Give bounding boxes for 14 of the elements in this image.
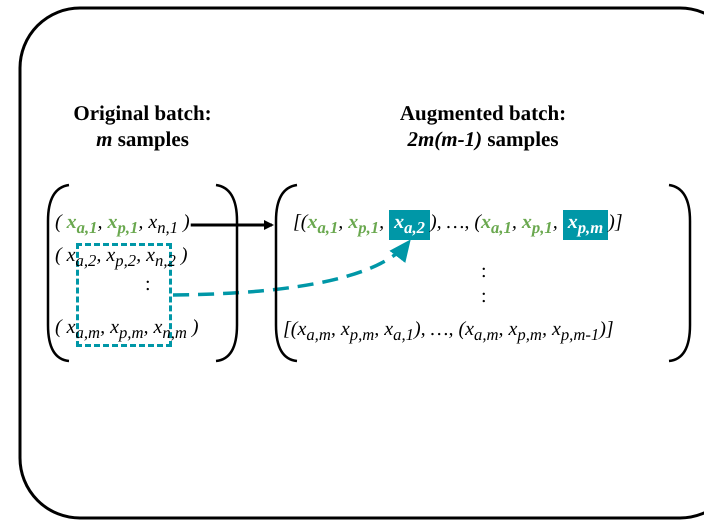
- tuple-row-text: [(x$_{a,m}$, x$_{p,m}$, x$_{a,1}$), …, (x$_{a,m}$, x$_{p,m}$, x$_{p,m-1}$)]: [283, 317, 614, 346]
- tuple-row-text: ( x$_{a,2}$, x$_{p,2}$, x$_{n,2}$ ): [55, 243, 188, 272]
- tuple-text: )]: [608, 211, 623, 233]
- tuple-row: ( x$_{a,1}$, x$_{p,1}$, x$_{n,1}$ ): [55, 208, 190, 242]
- vertical-dots: :: [481, 260, 487, 283]
- dashed-arrow: [172, 240, 411, 297]
- vertical-dots: :: [145, 273, 151, 296]
- highlighted-term: x$_{a,2}$: [389, 210, 430, 240]
- arrow: [190, 220, 274, 230]
- batch-heading: Augmented batch: 2m(m-1) samples: [398, 100, 568, 152]
- tuple-row-text: ( x$_{a,m}$, x$_{p,m}$, x$_{n,m}$ ): [55, 315, 199, 344]
- vertical-dots: :: [481, 285, 487, 308]
- batch-heading: Original batch: m samples: [72, 100, 213, 152]
- highlighted-term: x$_{p,m}$: [562, 210, 608, 240]
